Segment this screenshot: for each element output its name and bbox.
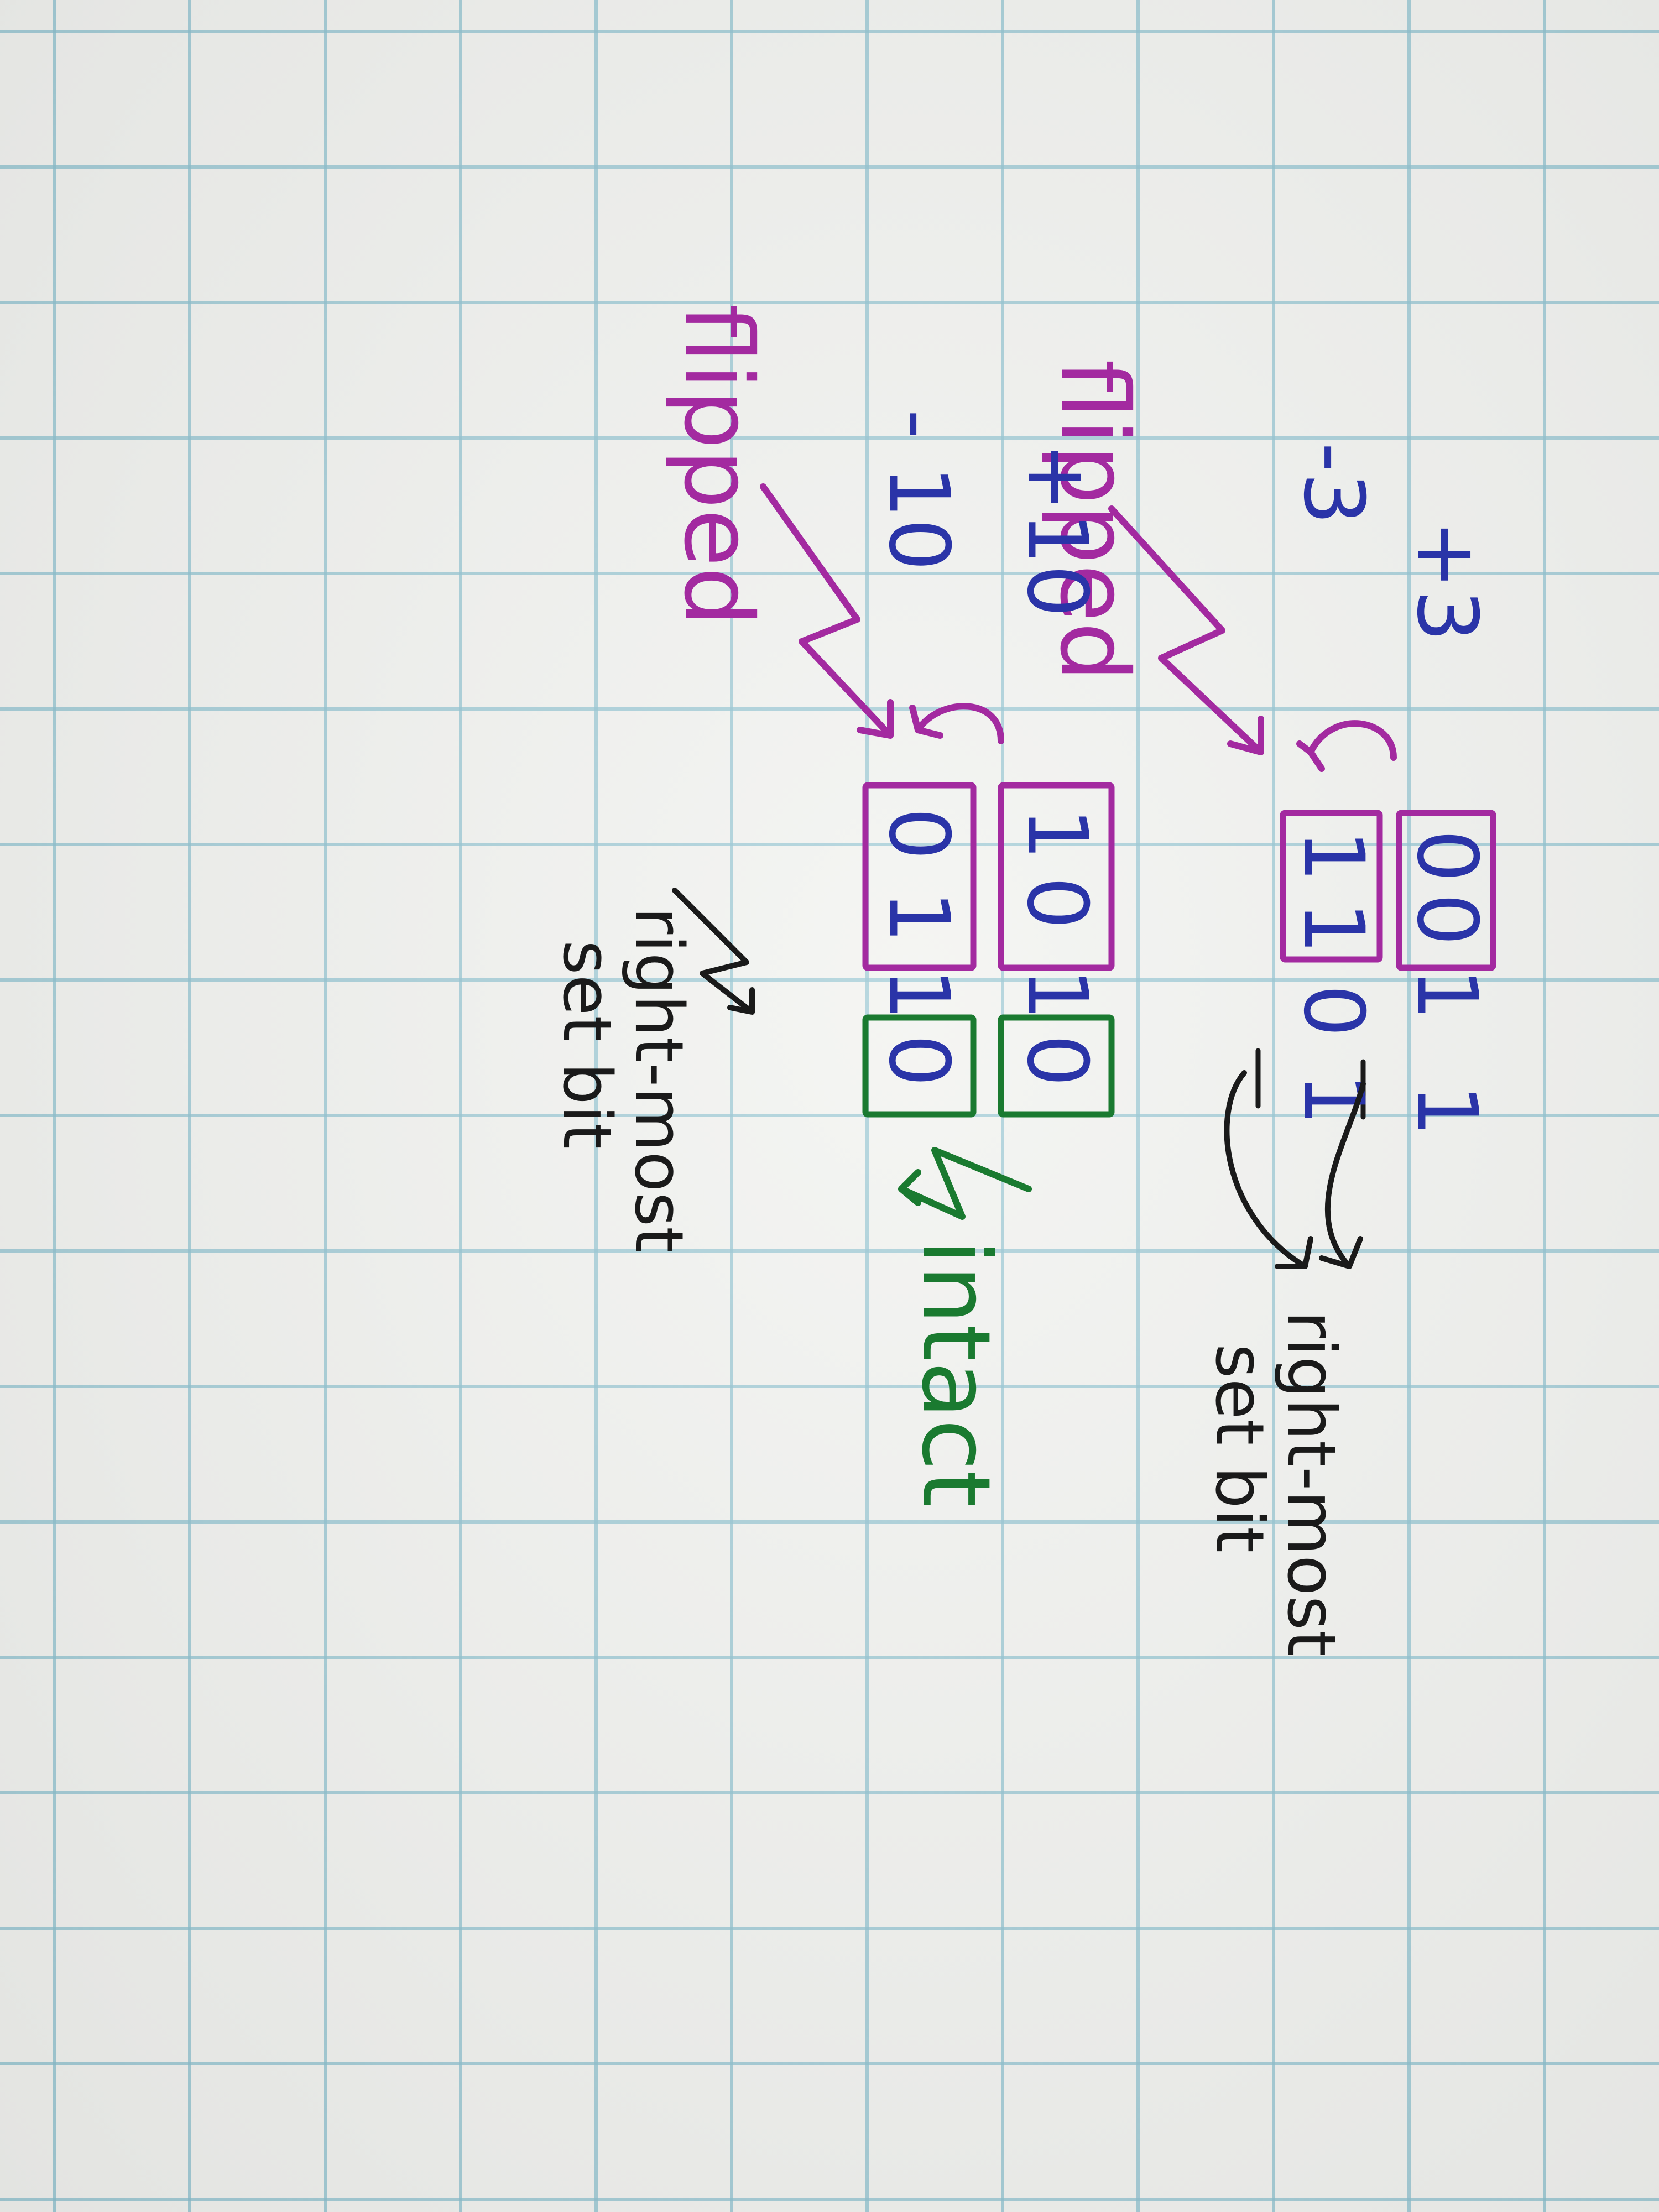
bits-minus-10: 0 1 1 0 <box>870 807 967 1087</box>
label-plus-3: +3 <box>1399 520 1495 642</box>
flip-arrow-top <box>1296 720 1397 772</box>
annotation-setbit-bottom: set bit <box>548 940 625 1149</box>
flipped-box-minus-10 <box>862 782 977 971</box>
label-minus-3: -3 <box>1285 442 1381 525</box>
bits-minus-3: 1 1 0 1 <box>1285 830 1381 1125</box>
flipped-box-minus-3 <box>1280 810 1383 963</box>
annotation-flipped-bottom: flipped <box>663 304 773 627</box>
bit-minus-3-3: 1 <box>1285 1073 1381 1125</box>
annotation-flipped-top: flipped <box>1039 359 1149 682</box>
rightmost-arrow-top-2 <box>1224 1070 1313 1269</box>
flipped-pointer-bottom <box>760 483 894 739</box>
bit-plus-10-2: 1 <box>1009 968 1105 1020</box>
bits-plus-3: 0 0 1 1 <box>1399 830 1495 1136</box>
annotation-setbit-top: set bit <box>1201 1344 1277 1553</box>
bit-minus-3-1: 1 <box>1285 901 1381 954</box>
bit-plus-10-3: 0 <box>1009 1034 1105 1087</box>
label-minus-10: - 10 <box>870 409 967 571</box>
bit-plus-3-1: 0 <box>1399 893 1495 946</box>
bit-minus-3-2: 0 <box>1285 984 1381 1037</box>
bit-minus-10-1: 1 <box>870 890 967 943</box>
bit-minus-3-0: 1 <box>1285 830 1381 882</box>
flipped-box-plus-3 <box>1396 810 1496 971</box>
annotation-rightmost-bottom: right-most <box>620 907 697 1253</box>
bit-plus-3-0: 0 <box>1399 830 1495 882</box>
rightmost-arrow-bottom <box>672 888 755 1015</box>
label-plus-10: +10 <box>1009 442 1105 618</box>
flipped-pointer-top <box>1108 505 1264 755</box>
intact-box-minus-10 <box>862 1014 977 1118</box>
annotation-rightmost-top: right-most <box>1272 1311 1349 1656</box>
rotated-note: +3 -3 0 0 1 1 1 1 0 1 flipped right-most… <box>548 304 1496 1656</box>
bits-plus-10: 1 0 1 0 <box>1009 807 1105 1087</box>
bit-minus-10-2: 1 <box>870 968 967 1020</box>
intact-box-plus-10 <box>998 1014 1115 1118</box>
rightmost-arrow-top-1 <box>1319 1081 1366 1269</box>
intact-pointer <box>898 1147 1032 1220</box>
bit-plus-3-2: 1 <box>1399 968 1495 1020</box>
bit-minus-10-3: 0 <box>870 1034 967 1087</box>
bit-plus-10-1: 0 <box>1009 877 1105 929</box>
bit-plus-3-3: 1 <box>1399 1084 1495 1136</box>
flipped-box-plus-10 <box>998 782 1115 971</box>
bit-plus-10-0: 1 <box>1009 807 1105 860</box>
bit-minus-10-0: 0 <box>870 807 967 860</box>
flip-arrow-bottom <box>909 703 1004 744</box>
annotation-intact: intact <box>901 1239 1010 1507</box>
